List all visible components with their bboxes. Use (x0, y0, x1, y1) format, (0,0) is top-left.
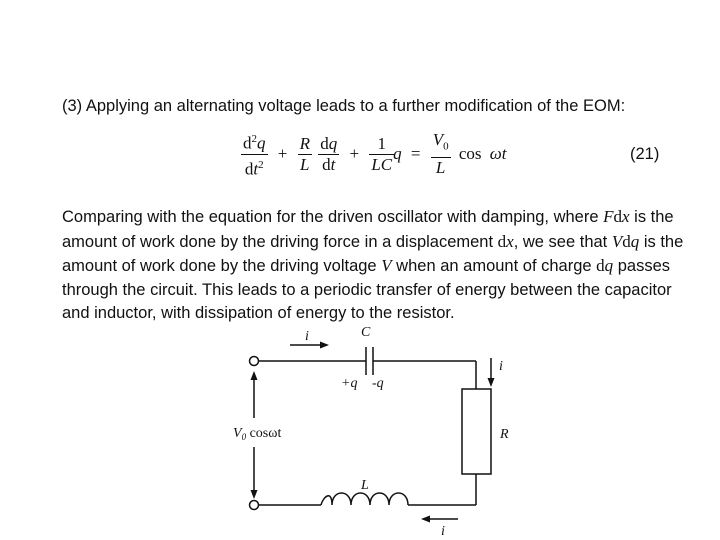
resistor-body (461, 388, 492, 475)
paragraph-line: amount of work done by the driving volta… (62, 256, 671, 275)
current-arrow-right-head (487, 378, 495, 387)
current-label-right: i (499, 359, 503, 374)
equation-number: (21) (630, 145, 660, 163)
omega-t: ωt (489, 144, 507, 164)
inductor-label: L (360, 478, 369, 493)
equals-sign: = (410, 144, 421, 164)
source-arrow-up-head (250, 371, 258, 380)
first-derivative-fraction: dq dt (318, 133, 340, 174)
r-over-l-fraction: R L (297, 133, 312, 174)
plus-sign: + (277, 144, 288, 164)
resistor-label: R (499, 427, 509, 442)
current-arrow-bottom-head (421, 515, 430, 523)
source-arrow-down-head (250, 490, 258, 499)
paragraph-line: amount of work done by the driving force… (62, 231, 684, 251)
paragraph-line: Comparing with the equation for the driv… (62, 207, 674, 226)
minus-q-label: -q (372, 376, 384, 391)
capacitor-label: C (361, 325, 371, 340)
second-derivative-fraction: d2q dt2 (241, 129, 268, 179)
intro-text: (3) Applying an alternating voltage lead… (62, 97, 626, 115)
terminal-top (248, 355, 260, 367)
inductor-coil (320, 492, 409, 506)
plus-sign: + (349, 144, 360, 164)
paragraph-line: and inductor, with dissipation of energy… (62, 304, 455, 322)
one-over-lc-fraction: 1 LC (369, 133, 395, 174)
equation-21: d2q dt2 + R L dq dt + 1 LC q = V0 L cos … (240, 129, 507, 179)
current-label-bottom: i (441, 524, 445, 539)
current-arrow-top-head (320, 341, 329, 349)
plus-q-label: +q (341, 376, 357, 391)
current-label-top: i (305, 329, 309, 344)
explanation-paragraph: Comparing with the equation for the driv… (62, 205, 684, 326)
charge-variable: q (393, 144, 402, 164)
cos-function: cos (458, 144, 482, 164)
terminal-bottom (248, 499, 260, 511)
v0-over-l-fraction: V0 L (430, 130, 451, 177)
paragraph-line: through the circuit. This leads to a per… (62, 280, 672, 299)
source-label: V0 cosωt (233, 426, 281, 442)
